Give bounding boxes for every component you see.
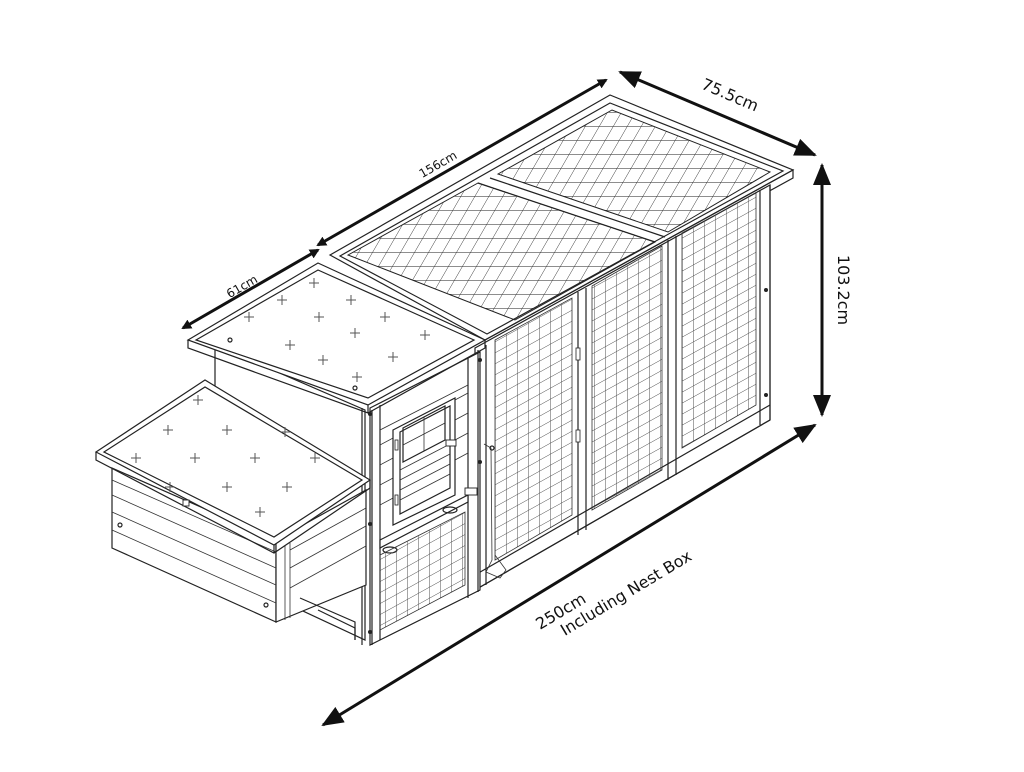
hinge-icon — [575, 347, 581, 361]
latch-icon — [464, 487, 478, 496]
dimension-lines — [181, 70, 831, 727]
label-nest-width: 61cm — [224, 272, 260, 301]
hinge-icon — [575, 429, 581, 443]
latch-icon — [445, 439, 457, 447]
dimension-arrow-nest-width — [181, 248, 320, 330]
label-height: 103.2cm — [834, 255, 853, 325]
run-door-mesh — [494, 297, 573, 561]
dimension-arrow-depth — [618, 70, 817, 157]
run-side-mesh-back — [681, 192, 757, 449]
dimension-arrow-roof-length — [316, 78, 608, 247]
nest-lid-felt-texture — [131, 395, 320, 517]
lid-latch-icon — [182, 499, 190, 507]
dimension-arrow-total-length — [321, 423, 817, 727]
run-side-mesh-middle — [591, 245, 663, 511]
